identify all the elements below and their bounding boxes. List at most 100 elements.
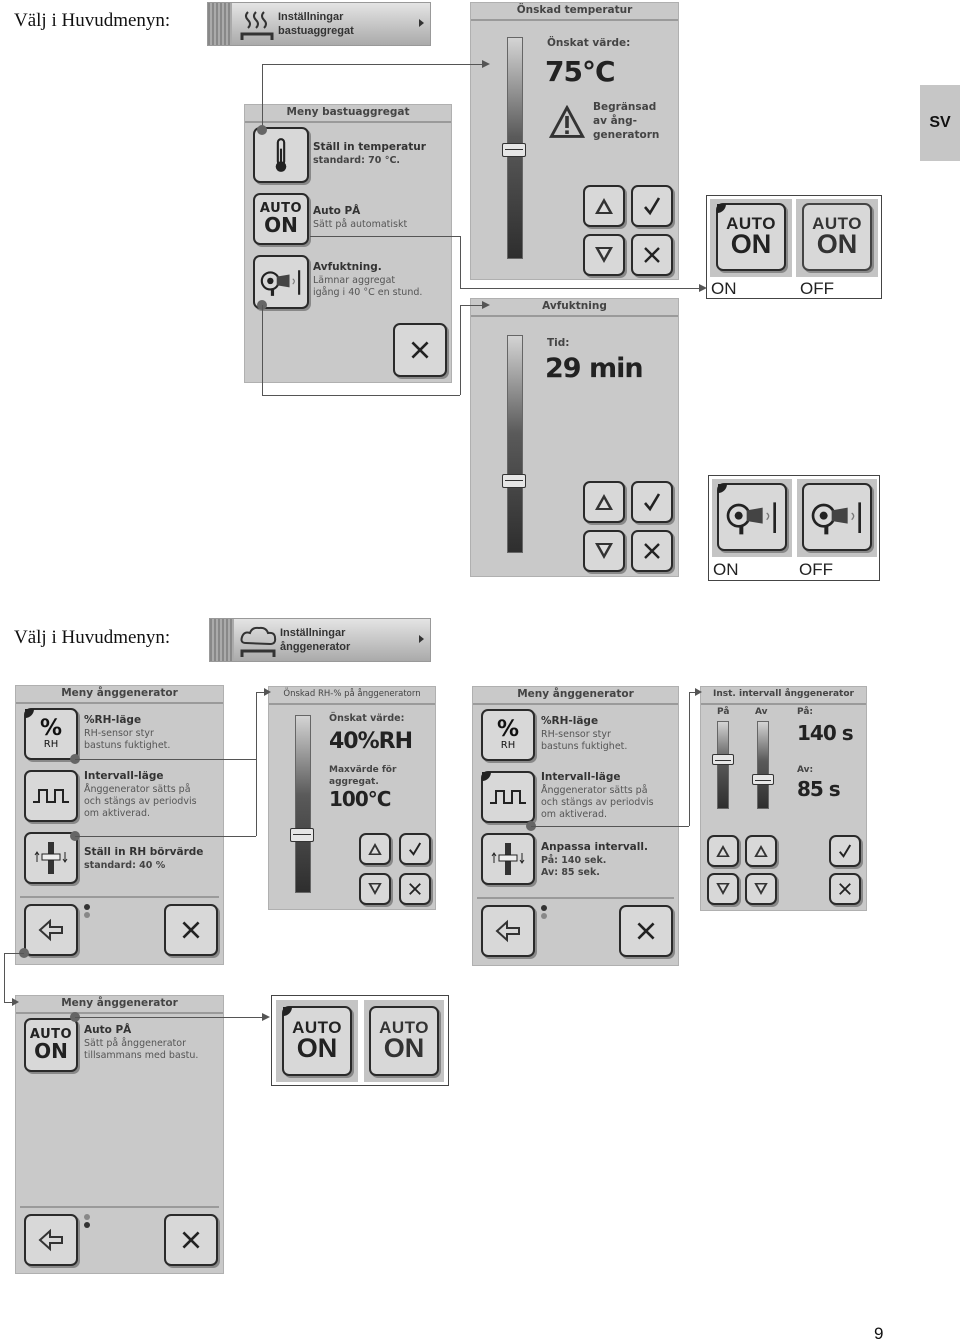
slider-knob[interactable]: [502, 474, 526, 488]
increase-button[interactable]: [583, 481, 625, 523]
close-icon: [406, 880, 424, 898]
slider-knob[interactable]: [752, 774, 774, 785]
time-value: 29 min: [545, 353, 644, 384]
auto-on-inactive-button[interactable]: AUTO ON: [802, 203, 872, 271]
screen-title: Avfuktning: [471, 299, 678, 317]
menu-stripe-icon: [208, 3, 232, 45]
back-button[interactable]: [481, 905, 535, 957]
off-time-slider[interactable]: [752, 721, 774, 809]
confirm-button[interactable]: [829, 835, 861, 867]
steam-auto-on-active-button[interactable]: AUTO ON: [282, 1006, 352, 1076]
arrow-up-icon: [592, 490, 616, 514]
item-desc: tillsammans med bastu.: [84, 1050, 199, 1061]
close-icon: [640, 243, 664, 267]
increase-button[interactable]: [583, 185, 625, 227]
close-button[interactable]: [164, 904, 218, 956]
page-dot-icon: [84, 904, 90, 910]
heading-main-menu-1: Välj i Huvudmenyn:: [14, 10, 171, 31]
close-button[interactable]: [393, 323, 447, 377]
auto-label: AUTO: [259, 201, 303, 217]
menu-item-sauna-settings[interactable]: Inställningar bastuaggregat: [207, 2, 431, 46]
connector-line: [531, 826, 689, 827]
cancel-button[interactable]: [399, 873, 431, 905]
dehumidify-toggle-states: ON OFF: [708, 475, 880, 581]
rh-mode-button[interactable]: % RH: [481, 709, 535, 761]
set-temperature-button[interactable]: [253, 127, 309, 183]
connector-line: [75, 1017, 265, 1018]
screen-title: Meny ånggenerator: [473, 687, 678, 705]
connector-line: [460, 305, 461, 395]
auto-label: AUTO: [812, 214, 862, 234]
back-button[interactable]: [24, 904, 78, 956]
interval-mode-button[interactable]: [24, 770, 78, 822]
heading-main-menu-2: Välj i Huvudmenyn:: [14, 627, 171, 648]
set-rh-button[interactable]: [24, 832, 78, 884]
page-dot-icon: [84, 912, 90, 918]
confirm-button[interactable]: [399, 833, 431, 865]
connector-line: [262, 305, 263, 395]
close-button[interactable]: [619, 905, 673, 957]
decrease-button[interactable]: [583, 234, 625, 276]
decrease-button[interactable]: [583, 530, 625, 572]
dehumidify-off-button[interactable]: [802, 483, 872, 551]
item-desc: På: 140 sek.: [541, 855, 607, 866]
on-label: ON: [296, 1033, 338, 1064]
decrease-button[interactable]: [359, 873, 391, 905]
dehumidify-on-button[interactable]: [717, 483, 787, 551]
auto-on-button[interactable]: AUTO ON: [253, 193, 309, 245]
item-desc: Sätt på ånggenerator: [84, 1038, 186, 1049]
value-label: Önskat värde:: [329, 713, 405, 724]
auto-on-active-button[interactable]: AUTO ON: [716, 203, 786, 271]
slider-knob[interactable]: [290, 828, 314, 842]
confirm-button[interactable]: [631, 481, 673, 523]
on-increase-button[interactable]: [707, 835, 739, 867]
max-value: 100°C: [329, 787, 391, 811]
arrow-up-icon: [366, 840, 384, 858]
interval-mode-button[interactable]: [481, 771, 535, 823]
cancel-button[interactable]: [829, 873, 861, 905]
slider-knob[interactable]: [712, 754, 734, 765]
menu-bar-line2: ånggenerator: [280, 641, 351, 653]
item-desc: Sätt på automatiskt: [313, 219, 408, 230]
on-label: ON: [816, 229, 858, 260]
close-button[interactable]: [164, 1214, 218, 1266]
on-decrease-button[interactable]: [707, 873, 739, 905]
confirm-button[interactable]: [631, 185, 673, 227]
auto-on-button[interactable]: AUTO ON: [24, 1018, 78, 1072]
temperature-slider[interactable]: [502, 37, 526, 259]
connector-line: [460, 288, 700, 289]
screen-steam-menu: Meny ånggenerator % RH %RH-läge RH-senso…: [15, 685, 224, 965]
back-button[interactable]: [24, 1214, 78, 1266]
rh-slider[interactable]: [290, 715, 314, 893]
increase-button[interactable]: [359, 833, 391, 865]
screen-interval-settings: Inst. intervall ånggenerator På Av På: 1…: [700, 686, 867, 911]
rh-mode-button[interactable]: % RH: [24, 708, 78, 760]
hair-dryer-icon: [259, 266, 303, 298]
rh-label: RH: [43, 739, 59, 750]
slider-knob[interactable]: [502, 143, 526, 157]
screen-title: Önskad temperatur: [471, 3, 678, 21]
off-decrease-button[interactable]: [745, 873, 777, 905]
active-indicator-icon: [283, 1007, 292, 1016]
connector-line: [689, 692, 697, 693]
on-time-slider[interactable]: [712, 721, 734, 809]
item-desc: Lämnar aggregat: [313, 275, 396, 286]
arrow-down-icon: [366, 880, 384, 898]
steam-cloud-icon: [240, 626, 277, 657]
cancel-button[interactable]: [631, 234, 673, 276]
menu-item-steam-settings[interactable]: Inställningar ånggenerator: [209, 618, 431, 662]
screen-dehumidify-time: Avfuktning Tid: 29 min: [470, 298, 679, 577]
off-increase-button[interactable]: [745, 835, 777, 867]
connector-line: [262, 395, 460, 396]
connector-line: [460, 236, 461, 288]
on-label: ON: [34, 1038, 68, 1063]
adjust-interval-button[interactable]: [481, 833, 535, 885]
steam-auto-on-inactive-button[interactable]: AUTO ON: [369, 1006, 439, 1076]
max-label-line1: Maxvärde för: [329, 765, 397, 775]
on-time-value: 140 s: [797, 721, 854, 745]
rh-value: 40%RH: [329, 729, 413, 754]
off-column-label: Av: [755, 707, 768, 717]
time-slider[interactable]: [502, 335, 526, 553]
cancel-button[interactable]: [631, 530, 673, 572]
active-indicator-icon: [482, 772, 491, 781]
